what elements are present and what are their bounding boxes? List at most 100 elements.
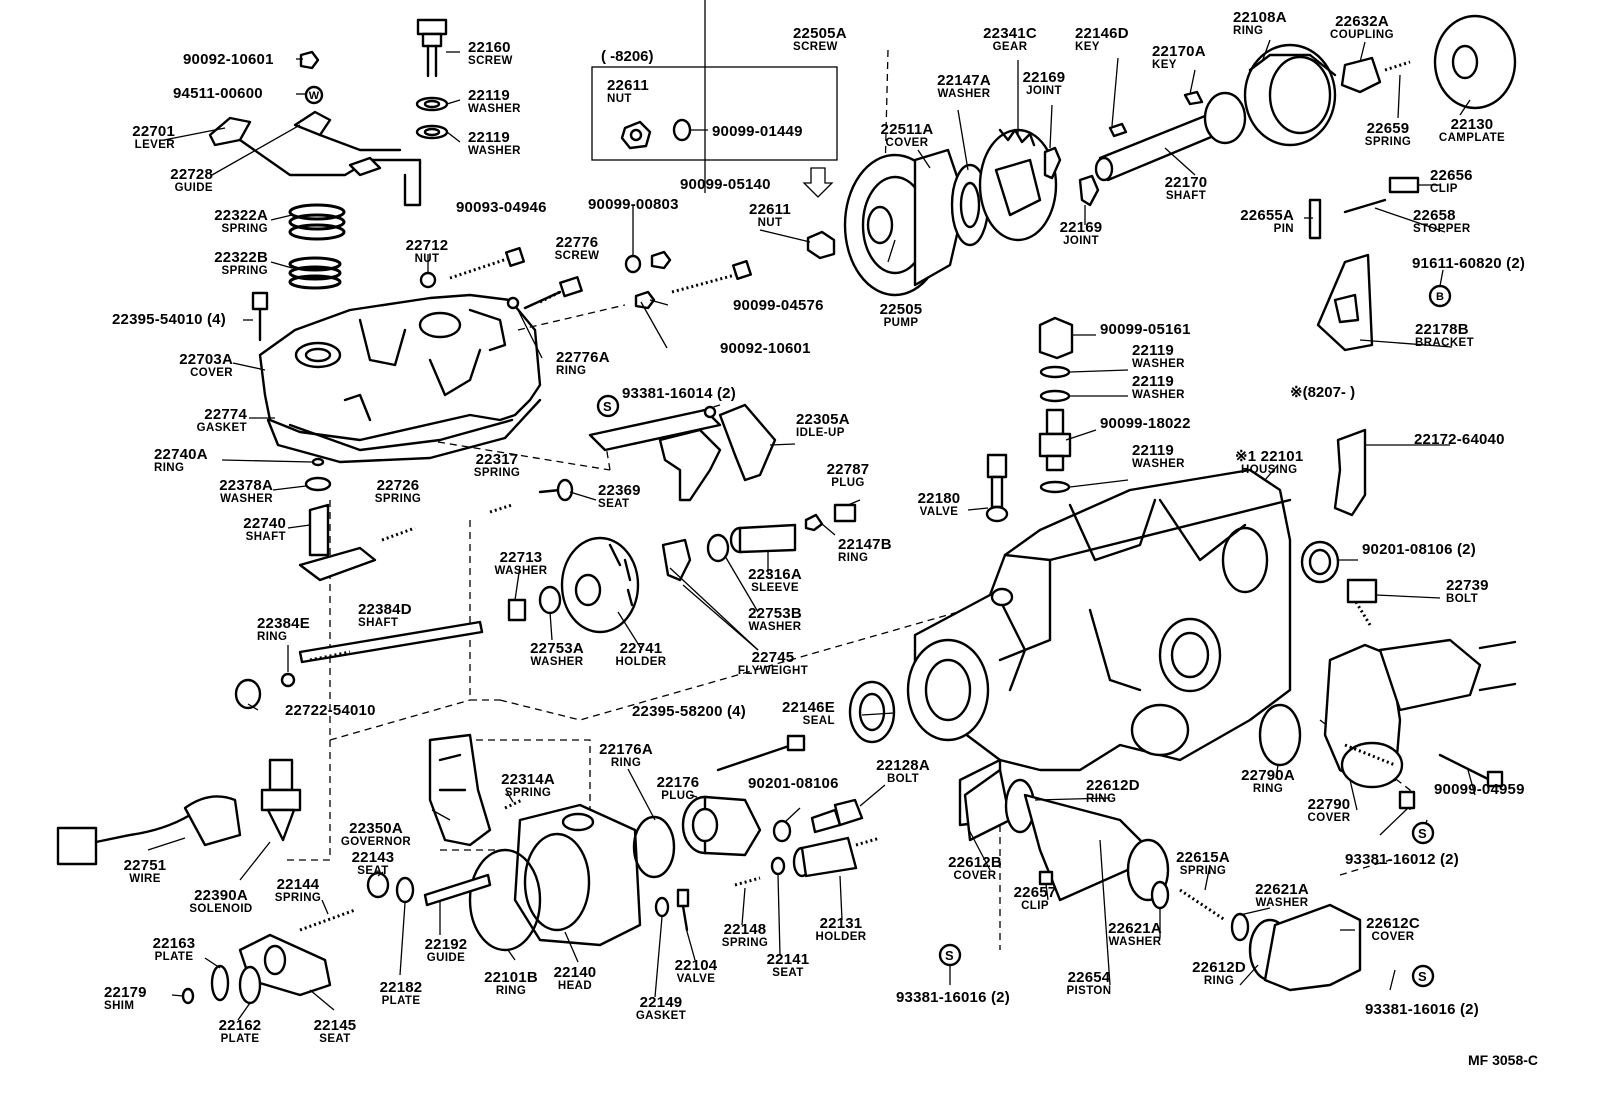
part-callout[interactable]: 90099-05161 xyxy=(1100,321,1191,338)
part-callout[interactable]: 90099-05140 xyxy=(680,176,771,193)
part-callout[interactable]: 90093-04946 xyxy=(456,199,547,216)
part-callout[interactable]: 90201-08106 xyxy=(748,775,839,792)
part-callout[interactable]: 93381-16014 (2) xyxy=(622,385,736,402)
part-callout[interactable]: 93381-16012 (2) xyxy=(1345,851,1459,868)
part-callout[interactable]: 22172-64040 xyxy=(1414,431,1505,448)
part-callout[interactable]: 90099-04959 xyxy=(1434,781,1525,798)
part-callout[interactable]: 22395-58200 (4) xyxy=(632,703,746,720)
part-callout[interactable]: 93381-16016 (2) xyxy=(896,989,1010,1006)
part-callout[interactable]: 90099-00803 xyxy=(588,196,679,213)
part-callout[interactable]: 94511-00600 xyxy=(173,85,263,102)
part-callout[interactable]: 90092-10601 xyxy=(720,340,811,357)
part-callout[interactable]: 91611-60820 (2) xyxy=(1412,255,1526,272)
part-callout[interactable]: 90099-18022 xyxy=(1100,415,1191,432)
part-callout[interactable]: 90099-01449 xyxy=(712,123,803,140)
part-callout[interactable]: 93381-16016 (2) xyxy=(1365,1001,1479,1018)
part-callout[interactable]: 22395-54010 (4) xyxy=(112,311,226,328)
part-callout[interactable]: 90092-10601 xyxy=(183,51,274,68)
part-callout[interactable]: 22722-54010 xyxy=(285,702,376,719)
